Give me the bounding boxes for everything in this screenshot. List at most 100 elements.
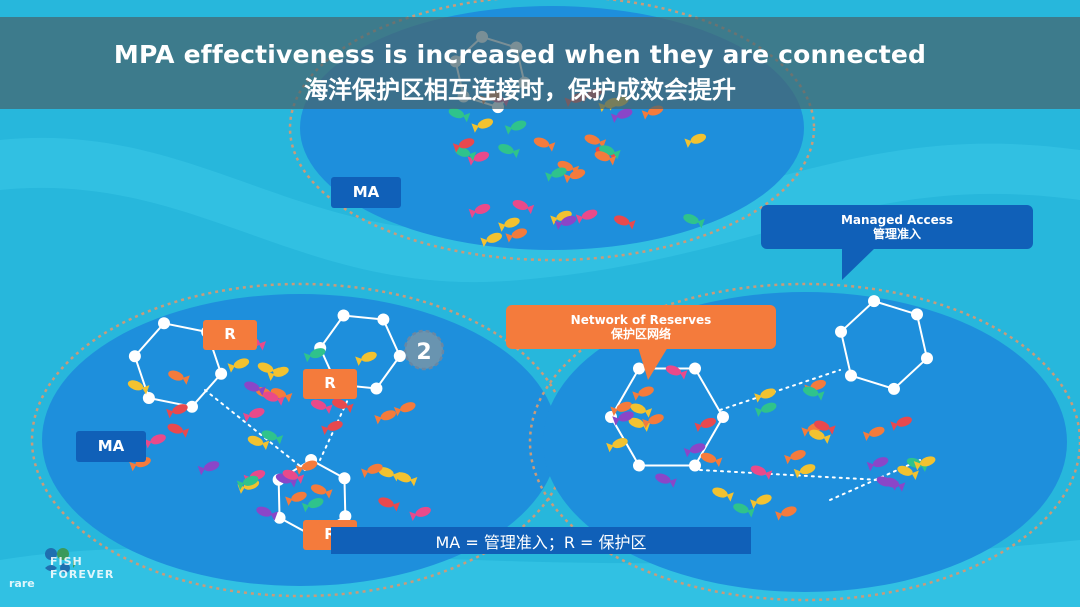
fish-icon [452,138,475,153]
reserve-node [337,309,350,322]
fish-icon [700,452,723,467]
fish-icon [242,407,265,423]
managed-access-callout: Managed Access 管理准入 [761,205,1033,249]
reserve-node [887,382,900,395]
fish-icon [321,420,343,436]
fish-icon [144,434,166,449]
fish-icon [632,386,654,401]
fish-icon [554,215,577,230]
fish-icon [267,366,289,381]
fish-icon [694,417,717,433]
fish-icon [468,203,491,219]
fish-icon [295,460,318,475]
fish-icon [166,404,188,419]
fish-icon [395,472,418,487]
fish-icon [866,457,889,472]
reserve-node [393,349,406,362]
fish-icon [712,487,734,502]
fish-icon [665,365,688,380]
fish-icon [168,370,190,385]
fish-icon [303,348,326,363]
fish-icon [355,351,377,366]
fish-icon [563,169,586,184]
fish-icon [610,401,632,416]
fish-icon [282,469,305,484]
fish-icon [448,108,471,123]
fish-icon [684,133,707,148]
fish-icon [310,484,333,499]
fish-icon [754,388,776,403]
reserve-node [158,317,171,330]
fish-icon [545,167,567,182]
fish-icon [913,456,936,471]
logo-wordmark: FISH FOREVER [50,555,114,581]
larval-link [699,469,881,481]
fish-icon [332,398,354,413]
fish-icon [862,426,885,441]
fish-icon [606,438,628,453]
ma-label-top: MA [331,177,401,208]
fish-icon [630,403,653,418]
fish-icon [584,134,607,149]
reserve-node [377,313,390,326]
fish-icon [733,503,755,518]
fish-icon [612,411,634,426]
reserve-node [868,295,881,308]
fish-icon [505,228,528,243]
fish-icon [454,146,477,161]
reserve-node [844,369,857,382]
title-banner [0,17,1080,109]
fish-icon [784,450,806,465]
fish-icon [361,463,383,478]
fish-icon [642,414,664,429]
fish-icon [533,137,556,152]
network-reserves-callout: Network of Reserves 保护区网络 [506,305,776,349]
ma-label-left: MA [76,431,146,462]
island-right-border [528,282,1080,602]
reserve-node [835,325,848,338]
reserve-node [689,459,701,472]
reserve-node [920,352,933,365]
fish-icon [594,151,617,166]
larval-link [719,369,841,411]
fish-icon [775,506,797,521]
fish-icon [374,410,396,425]
fish-icon [236,475,259,490]
reserve-node [185,400,198,413]
fish-icon [480,232,502,247]
managed-access-en: Managed Access [840,212,954,227]
fish-icon [301,498,324,513]
reserve-node [215,367,228,380]
fish-icon [575,209,598,224]
fish-icon [498,143,520,159]
fish-icon [256,506,278,521]
fish-icon [167,423,190,438]
reserve-node [689,362,701,375]
page-title-zh: 海洋保护区相互连接时，保护成效会提升 [304,76,736,104]
network-reserves-zh: 保护区网络 [610,327,671,341]
fish-icon [127,380,150,395]
fish-icon [655,473,677,488]
reserve-node [338,472,351,485]
reserve-node [911,308,924,321]
logo-line-2: FOREVER [50,568,115,582]
reserve-node [128,350,141,363]
fish-icon [378,497,400,512]
fish-icon [754,402,777,417]
fish-icon [261,430,284,445]
managed-access-zh: 管理准入 [872,227,921,241]
fish-icon [890,416,912,431]
fish-icon [750,494,772,509]
fish-icon [504,120,527,135]
page-title-en: MPA effectiveness is increased when they… [113,40,927,69]
fish-icon [683,443,706,458]
fish-icon [471,118,494,133]
fish-icon [802,386,825,401]
managed-access-pointer [842,247,876,280]
fish-icon [197,461,220,476]
larval-link [829,459,921,501]
fish-icon [498,217,520,232]
fish-icon [512,199,535,215]
fish-icon [247,435,270,450]
reserve-node [142,391,155,404]
